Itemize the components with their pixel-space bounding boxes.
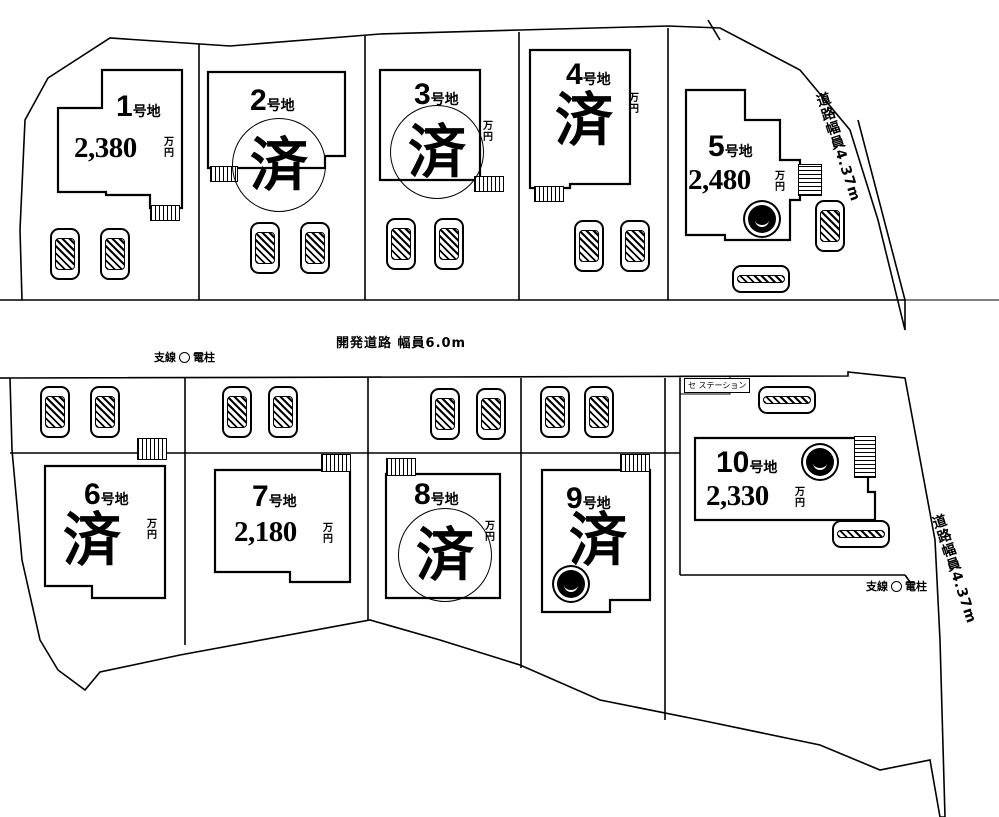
car — [40, 386, 70, 438]
steps — [474, 176, 504, 192]
utility-pole-east: 支線電柱 — [866, 580, 927, 593]
lot-4-sold-stamp: 済 — [552, 88, 616, 152]
lot-3-sold-stamp: 済 — [390, 105, 484, 199]
lot-2-number: 2号地 — [250, 84, 295, 117]
lot-1-price: 2,380 — [74, 132, 137, 164]
house-5 — [684, 88, 802, 242]
lot-8-number: 8号地 — [414, 478, 459, 511]
lot-7-price: 2,180 — [234, 516, 297, 548]
sun-icon — [557, 570, 585, 598]
lot-5-unit: 万円 — [775, 171, 785, 193]
steps — [150, 205, 180, 221]
house-1 — [56, 68, 184, 210]
north-block-outline — [19, 25, 906, 331]
south-block-outline — [9, 371, 946, 817]
lot-3-number: 3号地 — [414, 78, 459, 111]
lot-7-number: 7号地 — [252, 480, 297, 513]
lot-3-unit: 万円 — [483, 121, 493, 143]
lot-4-unit: 万円 — [629, 93, 639, 115]
lot-7-unit: 万円 — [323, 523, 333, 545]
utility-pole-north: 支線電柱 — [154, 351, 215, 364]
main-road-label: 開発道路 幅員6.0m — [336, 336, 467, 351]
lot-10-number: 10号地 — [716, 446, 778, 479]
car — [815, 200, 845, 252]
steps — [620, 454, 650, 472]
steps — [137, 438, 167, 460]
house-6 — [43, 464, 167, 600]
lot-2-sold-stamp: 済 — [232, 118, 326, 212]
car — [540, 386, 570, 438]
lot-1-number: 1号地 — [116, 90, 161, 123]
steps — [386, 458, 416, 476]
steps — [534, 186, 564, 202]
lot-10-price: 2,330 — [706, 480, 769, 512]
car — [250, 222, 280, 274]
car — [832, 520, 890, 548]
sun-icon — [748, 205, 776, 233]
lot-8-sold-stamp: 済 — [398, 508, 492, 602]
car — [222, 386, 252, 438]
steps — [854, 436, 876, 478]
car — [574, 220, 604, 272]
car — [50, 228, 80, 280]
car — [434, 218, 464, 270]
car — [758, 386, 816, 414]
steps — [321, 454, 351, 472]
house-9 — [540, 468, 652, 614]
car — [386, 218, 416, 270]
sun-icon — [806, 448, 834, 476]
car — [430, 388, 460, 440]
pole-icon — [179, 351, 190, 363]
lot-9-sold-stamp: 済 — [568, 506, 627, 574]
car — [620, 220, 650, 272]
lot-5-number: 5号地 — [708, 130, 753, 163]
car — [90, 386, 120, 438]
lot-4-number: 4号地 — [566, 58, 611, 91]
car — [476, 388, 506, 440]
car — [300, 222, 330, 274]
lot-6-number: 6号地 — [84, 478, 129, 511]
car — [732, 265, 790, 293]
lot-10-unit: 万円 — [795, 487, 805, 509]
lot-1-unit: 万円 — [164, 137, 174, 159]
car — [584, 386, 614, 438]
lot-5-price: 2,480 — [688, 164, 751, 196]
car — [268, 386, 298, 438]
lot-6-sold-stamp: 済 — [60, 508, 124, 572]
car — [100, 228, 130, 280]
lot-9-number: 9号地 — [566, 482, 611, 515]
parking-label: セ ステーション — [684, 378, 751, 393]
lot-8-unit: 万円 — [485, 521, 495, 543]
house-8 — [384, 472, 502, 600]
lot-6-unit: 万円 — [147, 519, 157, 541]
house-4 — [528, 48, 632, 190]
pole-icon — [891, 580, 902, 592]
steps — [798, 164, 822, 196]
